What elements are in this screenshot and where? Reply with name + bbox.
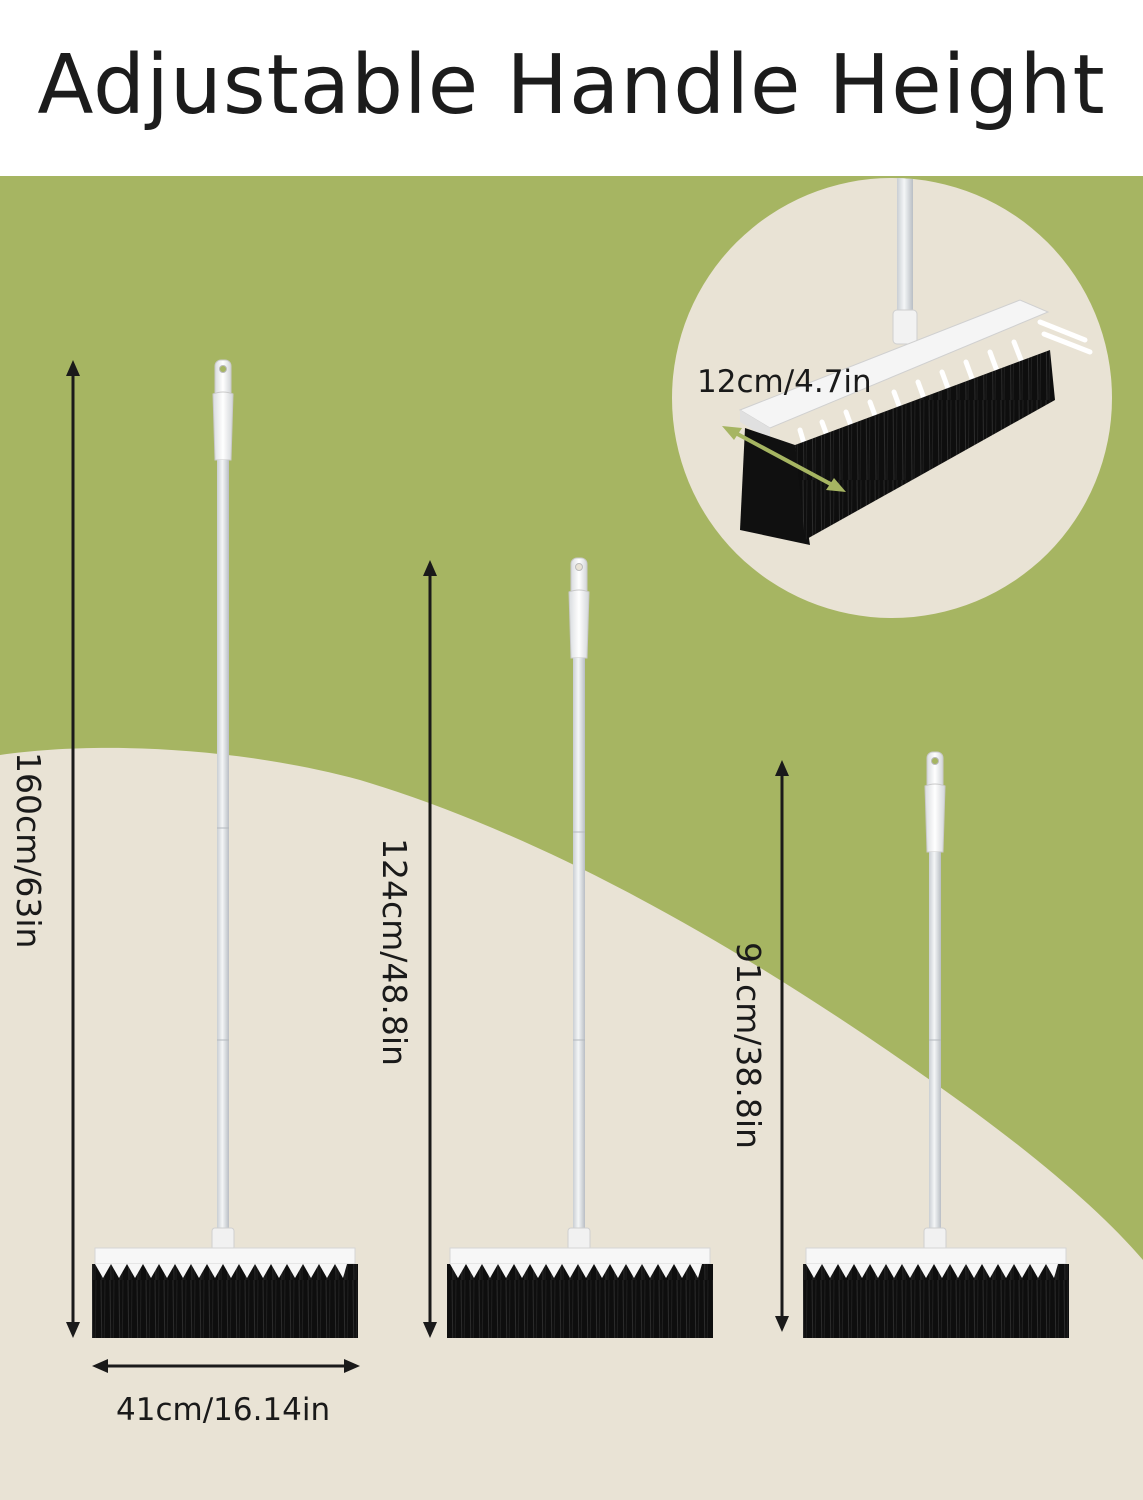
height-arrow-tall (66, 360, 80, 1338)
width-arrow (92, 1359, 360, 1373)
height-label-medium: 124cm/48.8in (375, 838, 414, 1066)
page-title: Adjustable Handle Height (37, 38, 1106, 133)
head-width-label: 41cm/16.14in (116, 1392, 331, 1428)
broom-medium (447, 557, 713, 1338)
height-label-short: 91cm/38.8in (729, 942, 768, 1149)
broom-short (803, 751, 1069, 1338)
height-arrow-short (775, 760, 789, 1332)
title-band (0, 0, 1143, 175)
broom-tall (92, 359, 358, 1338)
head-depth-label: 12cm/4.7in (697, 364, 872, 400)
detail-circle (672, 178, 1112, 618)
height-label-tall: 160cm/63in (9, 752, 48, 949)
height-arrow-medium (423, 560, 437, 1338)
